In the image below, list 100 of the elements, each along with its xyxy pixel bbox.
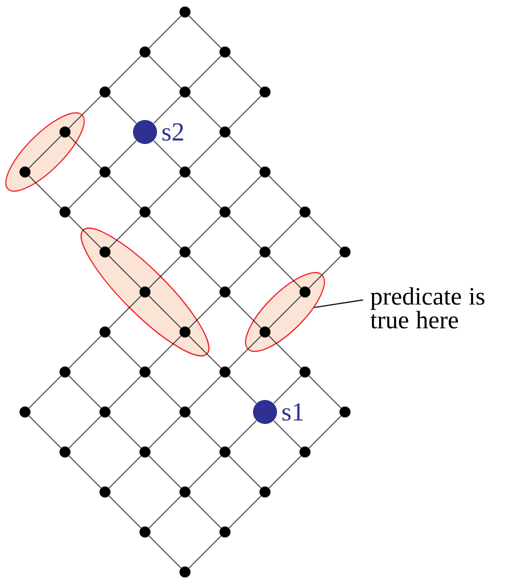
lattice-line xyxy=(268,176,302,208)
lattice-line xyxy=(188,16,222,48)
lattice-point xyxy=(180,166,190,178)
lattice-point xyxy=(220,206,230,218)
lattice-line xyxy=(108,376,142,408)
lattice-line xyxy=(108,496,142,528)
lattice-point xyxy=(140,206,150,218)
lattice-line xyxy=(108,56,142,88)
lattice-line xyxy=(228,96,262,128)
lattice-line xyxy=(308,216,342,248)
lattice-line xyxy=(153,140,182,168)
lattice-point xyxy=(60,366,70,378)
lattice-line xyxy=(68,176,102,208)
lattice-point xyxy=(260,86,270,98)
lattice-point xyxy=(100,406,110,418)
state-label: s2 xyxy=(162,123,184,141)
lattice-point xyxy=(100,166,110,178)
lattice-line xyxy=(188,376,222,408)
lattice-line xyxy=(228,136,262,168)
lattice-line xyxy=(108,416,142,448)
lattice-line xyxy=(148,456,182,488)
lattice-line xyxy=(148,296,182,328)
lattice-line xyxy=(308,256,342,288)
lattice-line xyxy=(68,456,102,488)
lattice-point xyxy=(140,446,150,458)
lattice-line xyxy=(68,376,102,408)
lattice-line xyxy=(68,216,102,248)
lattice-point xyxy=(140,46,150,58)
lattice-line xyxy=(108,216,142,248)
lattice-line xyxy=(28,136,62,168)
lattice-point xyxy=(220,366,230,378)
lattice-point xyxy=(100,246,110,258)
lattice-line xyxy=(188,56,222,88)
lattice-line xyxy=(228,336,262,368)
lattice-point xyxy=(140,526,150,538)
lattice-point xyxy=(300,366,310,378)
lattice-line xyxy=(153,96,182,124)
lattice-line xyxy=(148,376,182,408)
lattice-point xyxy=(220,46,230,58)
lattice-line xyxy=(188,136,222,168)
lattice-line xyxy=(188,296,222,328)
lattice-point xyxy=(260,166,270,178)
lattice-line xyxy=(188,256,222,288)
lattice-point xyxy=(20,406,30,418)
lattice-line xyxy=(228,56,262,88)
lattice-point xyxy=(180,6,190,18)
lattice-line xyxy=(108,256,142,288)
lattice-point xyxy=(220,446,230,458)
lattice-line xyxy=(188,456,222,488)
lattice-line xyxy=(68,336,102,368)
lattice-line xyxy=(188,416,222,448)
lattice-line xyxy=(228,420,257,448)
lattice-point xyxy=(300,286,310,298)
lattice-point xyxy=(180,486,190,498)
lattice-point xyxy=(300,206,310,218)
lattice-line xyxy=(188,216,222,248)
lattice-point xyxy=(180,246,190,258)
lattice-point xyxy=(100,326,110,338)
lattice-line xyxy=(188,176,222,208)
lattice-line xyxy=(188,536,222,568)
lattice-point xyxy=(140,366,150,378)
lattice-line xyxy=(108,336,142,368)
lattice-line xyxy=(273,376,302,404)
lattice-line xyxy=(228,456,262,488)
lattice-point xyxy=(100,486,110,498)
lattice-point xyxy=(20,166,30,178)
lattice-line xyxy=(148,216,182,248)
lattice-point xyxy=(220,526,230,538)
lattice-point xyxy=(220,286,230,298)
lattice-line xyxy=(228,256,262,288)
lattice-line xyxy=(108,296,142,328)
lattice-point xyxy=(340,246,350,258)
lattice-line xyxy=(148,16,182,48)
lattice-point xyxy=(180,566,190,578)
callout-text: predicate is true here xyxy=(370,287,484,328)
lattice-line xyxy=(28,176,62,208)
lattice-line xyxy=(308,416,342,448)
state-label: s1 xyxy=(282,403,303,421)
lattice-line xyxy=(228,496,262,528)
lattice-line xyxy=(148,416,182,448)
lattice-line xyxy=(228,376,257,404)
lattice-line xyxy=(28,376,62,408)
lattice-point xyxy=(180,326,190,338)
leader-line xyxy=(314,299,364,308)
lattice-line xyxy=(148,176,182,208)
lattice-line xyxy=(28,416,62,448)
lattice-point xyxy=(100,86,110,98)
lattice-point xyxy=(260,246,270,258)
lattice-line xyxy=(308,376,342,408)
lattice-point xyxy=(140,286,150,298)
lattice-line xyxy=(268,216,302,248)
lattice-line xyxy=(188,96,222,128)
lattice-line xyxy=(108,140,137,168)
lattice-line xyxy=(188,336,222,368)
lattice-line xyxy=(273,420,302,448)
lattice-line xyxy=(228,176,262,208)
lattice-line xyxy=(108,176,142,208)
lattice-line xyxy=(268,256,302,288)
state-point xyxy=(133,120,157,144)
lattice-point xyxy=(340,406,350,418)
